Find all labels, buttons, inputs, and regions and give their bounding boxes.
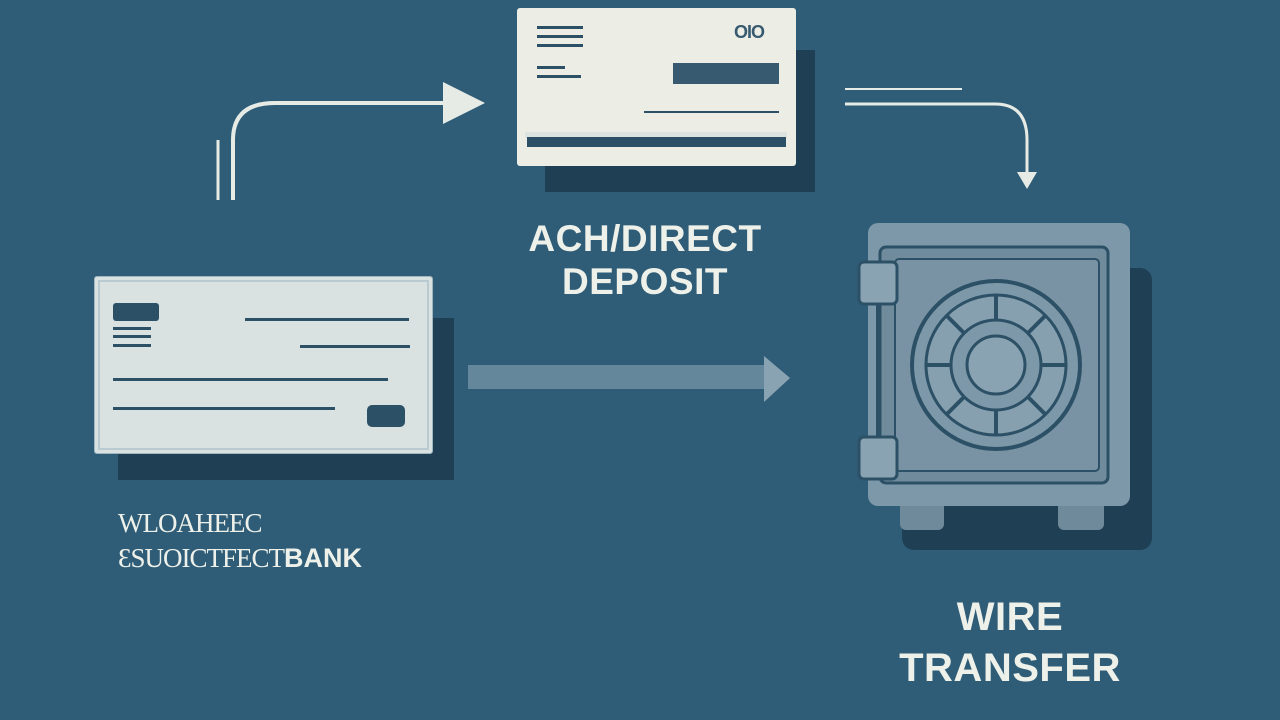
ach-code: OIO [734, 22, 765, 42]
check-label: WLOAHEEC ƐSUOICTFECTBANK [118, 506, 362, 575]
wire-title-line2: TRANSFER [899, 646, 1121, 691]
check-label-bank: BANK [284, 542, 363, 573]
ach-title-line2: DEPOSIT [562, 260, 728, 302]
ach-document: OIO [517, 8, 796, 166]
wire-title-line1: WIRE [956, 595, 1064, 639]
check-label-line1: WLOAHEEC [118, 508, 262, 538]
ach-title-line1: ACH/DIRECT [528, 218, 762, 259]
check-label-prefix: ƐSUOICTFECT [118, 542, 285, 573]
check-label-line2: ƐSUOICTFECTBANK [118, 541, 362, 576]
check [94, 276, 433, 454]
